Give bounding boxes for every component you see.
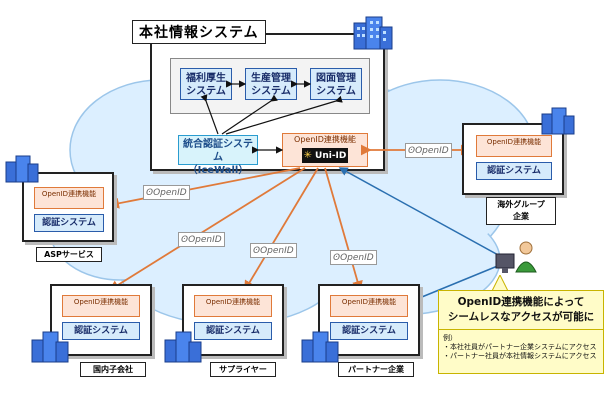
openid-logo-text: OpenID	[260, 245, 294, 256]
integrated-auth-system: 統合認証システム （IceWall）	[178, 135, 258, 176]
openid-function-asp: OpenID連携機能	[34, 187, 104, 209]
openid-function-label: OpenID連携機能	[294, 135, 356, 144]
callout-box: OpenID連携機能によって シームレスなアクセスが可能に	[438, 290, 604, 330]
openid-mark-icon: ʘ	[408, 145, 416, 156]
auth-system-supplier: 認証システム	[194, 322, 272, 340]
uniid-badge: ✳ Uni-ID	[302, 148, 348, 163]
site-label-asp: ASPサービス	[36, 247, 102, 262]
openid-logo-text: OpenID	[188, 234, 222, 245]
openid-mark-icon: ʘ	[181, 234, 189, 245]
callout-line: シームレスなアクセスが可能に	[447, 311, 595, 323]
hq-title: 本社情報システム	[132, 20, 266, 44]
auth-system-partner: 認証システム	[330, 322, 408, 340]
openid-function-overseas: OpenID連携機能	[476, 135, 552, 157]
callout-examples: 例） ・本社社員がパートナー企業システムにアクセス ・パートナー社員が本社情報シ…	[438, 330, 604, 374]
system-label: 生産管理	[251, 73, 291, 84]
openid-function-partner: OpenID連携機能	[330, 295, 408, 317]
system-label: システム	[316, 86, 356, 97]
openid-logo-text: OpenID	[153, 187, 187, 198]
openid-logo-text: OpenID	[340, 252, 374, 263]
auth-label: （IceWall）	[187, 165, 249, 176]
auth-system-asp: 認証システム	[34, 214, 104, 232]
site-label-partner: パートナー企業	[338, 362, 414, 377]
site-label-domestic: 国内子会社	[80, 362, 146, 377]
site-label-overseas: 海外グループ 企業	[486, 197, 556, 225]
openid-logo-text: OpenID	[415, 145, 449, 156]
openid-mark-icon: ʘ	[333, 252, 341, 263]
uniid-label: Uni-ID	[315, 150, 347, 161]
example-item: ・パートナー社員が本社情報システムにアクセス	[443, 352, 597, 360]
star-icon: ✳	[303, 150, 313, 161]
callout-line: OpenID連携機能によって	[457, 296, 585, 308]
openid-mark-icon: ʘ	[146, 187, 154, 198]
site-label-supplier: サプライヤー	[210, 362, 276, 377]
building-icon	[164, 331, 202, 363]
site-label-text: 企業	[513, 212, 529, 221]
system-label: システム	[186, 86, 226, 97]
system-label: 図面管理	[316, 73, 356, 84]
openid-function-supplier: OpenID連携機能	[194, 295, 272, 317]
example-item: ・本社社員がパートナー企業システムにアクセス	[443, 343, 597, 351]
drawing-system: 図面管理 システム	[310, 68, 362, 100]
auth-label: 統合認証システム	[183, 139, 253, 163]
building-icon	[541, 107, 575, 135]
building-icon	[31, 331, 69, 363]
building-icon	[353, 16, 393, 50]
openid-mark-icon: ʘ	[253, 245, 261, 256]
example-label: 例）	[443, 334, 457, 342]
auth-system-domestic: 認証システム	[62, 322, 140, 340]
system-label: 福利厚生	[186, 73, 226, 84]
openid-function-domestic: OpenID連携機能	[62, 295, 140, 317]
system-label: システム	[251, 86, 291, 97]
auth-system-overseas: 認証システム	[476, 162, 552, 180]
building-icon	[301, 331, 339, 363]
site-label-text: 海外グループ	[497, 200, 545, 209]
building-icon	[5, 155, 39, 183]
user-pc-icon	[495, 241, 537, 273]
